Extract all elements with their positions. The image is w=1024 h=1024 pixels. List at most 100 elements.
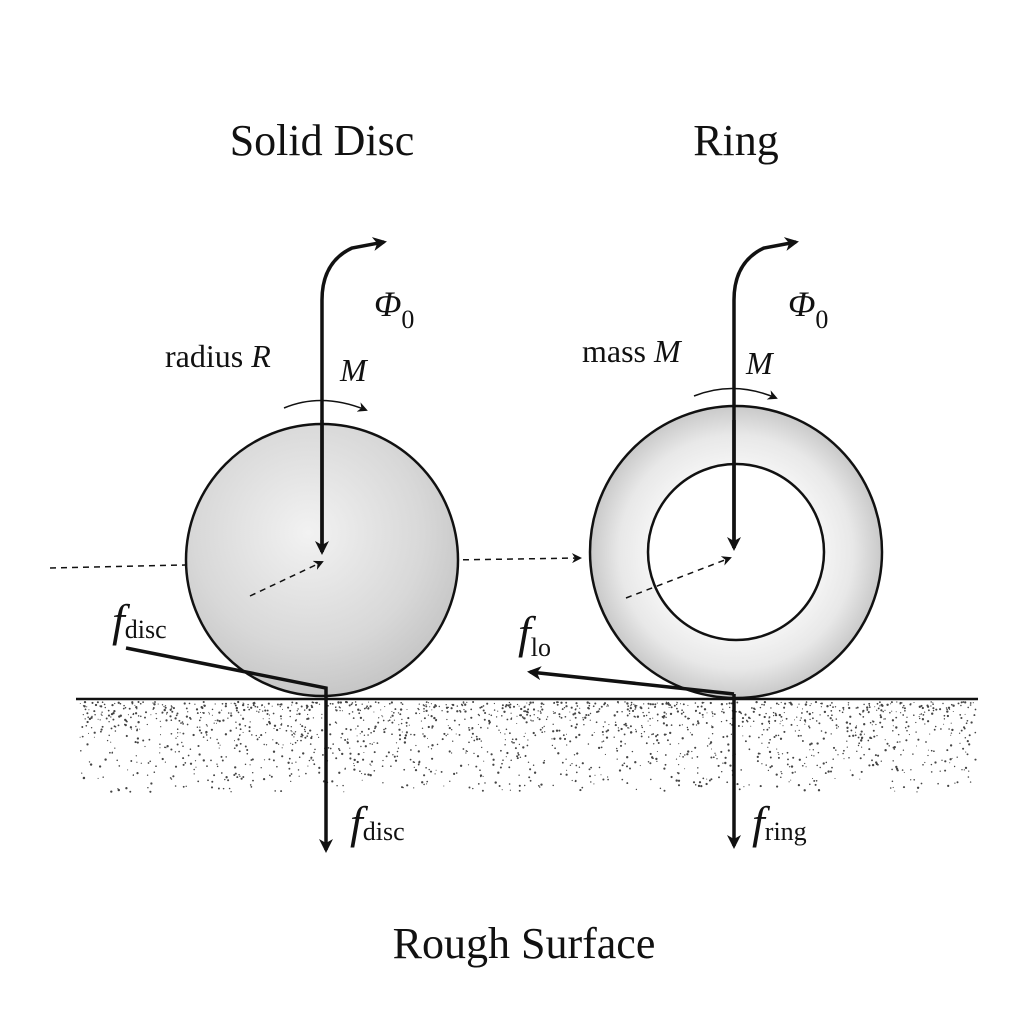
ground-dot: [594, 774, 596, 776]
ground-dot: [687, 750, 690, 753]
ground-dot: [829, 717, 832, 720]
ground-dot: [852, 734, 855, 737]
ground-dot: [819, 714, 821, 716]
ground-dot: [152, 707, 155, 709]
ground-dot: [696, 756, 699, 758]
ground-dot: [862, 716, 865, 718]
ground-dot: [480, 740, 482, 742]
ground-dot: [540, 712, 542, 714]
ground-dot: [307, 717, 310, 720]
ground-dot: [694, 746, 697, 749]
ground-dot: [687, 717, 690, 720]
ground-dot: [304, 730, 307, 733]
ground-dot: [117, 788, 119, 790]
ground-dot: [136, 761, 138, 763]
ground-dot: [862, 711, 864, 713]
ground-dot: [361, 773, 363, 775]
ground-dot: [573, 754, 576, 756]
ground-dot: [290, 773, 293, 775]
ground-dot: [239, 775, 241, 777]
ground-dot: [169, 777, 172, 779]
ground-dot: [773, 715, 775, 717]
ground-dot: [508, 766, 511, 769]
ground-dot: [932, 702, 934, 704]
ground-dot: [761, 763, 763, 765]
ground-dot: [153, 771, 156, 773]
ground-dot: [280, 703, 283, 706]
ground-dot: [297, 708, 299, 710]
ground-dot: [831, 719, 834, 722]
ground-dot: [722, 708, 724, 710]
ground-dot: [846, 746, 848, 748]
ground-dot: [927, 709, 930, 712]
ground-dot: [748, 735, 751, 738]
ground-dot: [144, 716, 146, 719]
ground-dot: [466, 701, 468, 703]
ground-dot: [334, 706, 337, 709]
ring-mass-label-symbol: M: [653, 333, 683, 369]
ground-dot: [697, 784, 701, 788]
ground-dot: [876, 709, 878, 711]
ground-dot: [455, 733, 457, 735]
ground-dot: [744, 740, 747, 743]
ground-dot: [515, 738, 518, 741]
ground-dot: [136, 708, 138, 710]
ground-dot: [792, 756, 795, 759]
ground-dot: [902, 749, 905, 751]
ground-dot: [501, 707, 504, 710]
ground-dot: [530, 719, 532, 721]
ground-dot: [420, 720, 422, 722]
ground-dot: [136, 772, 139, 775]
ground-dot: [679, 755, 681, 757]
ground-dot: [899, 741, 901, 743]
ground-dot: [831, 766, 833, 769]
ground-dot: [930, 705, 932, 707]
ground-dot: [703, 708, 707, 711]
ground-dot: [752, 710, 755, 713]
ground-dot: [966, 740, 969, 743]
ground-dot: [100, 713, 102, 715]
ground-dot: [518, 789, 521, 792]
ground-dot: [740, 769, 743, 771]
ground-dot: [669, 731, 672, 735]
ground-dot: [271, 705, 273, 707]
ground-dot: [337, 747, 340, 750]
ground-dot: [356, 735, 358, 737]
ground-dot: [834, 777, 836, 780]
ground-dot: [805, 756, 808, 758]
ground-dot: [435, 705, 437, 707]
ground-dot: [778, 703, 780, 706]
ground-dot: [970, 721, 973, 724]
ground-dot: [475, 735, 478, 738]
ground-dot: [787, 758, 789, 761]
ground-dot: [321, 713, 323, 716]
ground-dot: [182, 732, 185, 735]
ground-dot: [566, 769, 568, 771]
ground-dot: [230, 702, 232, 704]
ground-dot: [170, 748, 173, 751]
ground-dot: [816, 742, 819, 745]
ground-dot: [705, 782, 708, 786]
ground-dot: [857, 736, 860, 739]
ground-dot: [661, 702, 664, 706]
ground-dot: [306, 713, 309, 716]
ring-normal-subscript: ring: [765, 817, 807, 846]
ground-dot: [748, 748, 751, 751]
ground-dot: [691, 757, 693, 759]
ground-dot: [877, 707, 880, 710]
ground-dot: [125, 734, 128, 738]
ground-dot: [114, 726, 117, 728]
ground-dot: [605, 736, 609, 739]
ground-dot: [520, 707, 523, 711]
ground-dot: [860, 770, 863, 773]
ground-dot: [652, 757, 654, 760]
ring-rotation-arc: [693, 387, 778, 400]
ground-dot: [247, 706, 249, 708]
ground-dot: [820, 702, 822, 705]
ground-dot: [254, 705, 257, 708]
ground-dot: [137, 715, 140, 717]
ground-dot: [969, 781, 972, 783]
ground-dot: [243, 708, 246, 712]
ground-dot: [230, 791, 232, 793]
ground-dot: [814, 701, 818, 704]
